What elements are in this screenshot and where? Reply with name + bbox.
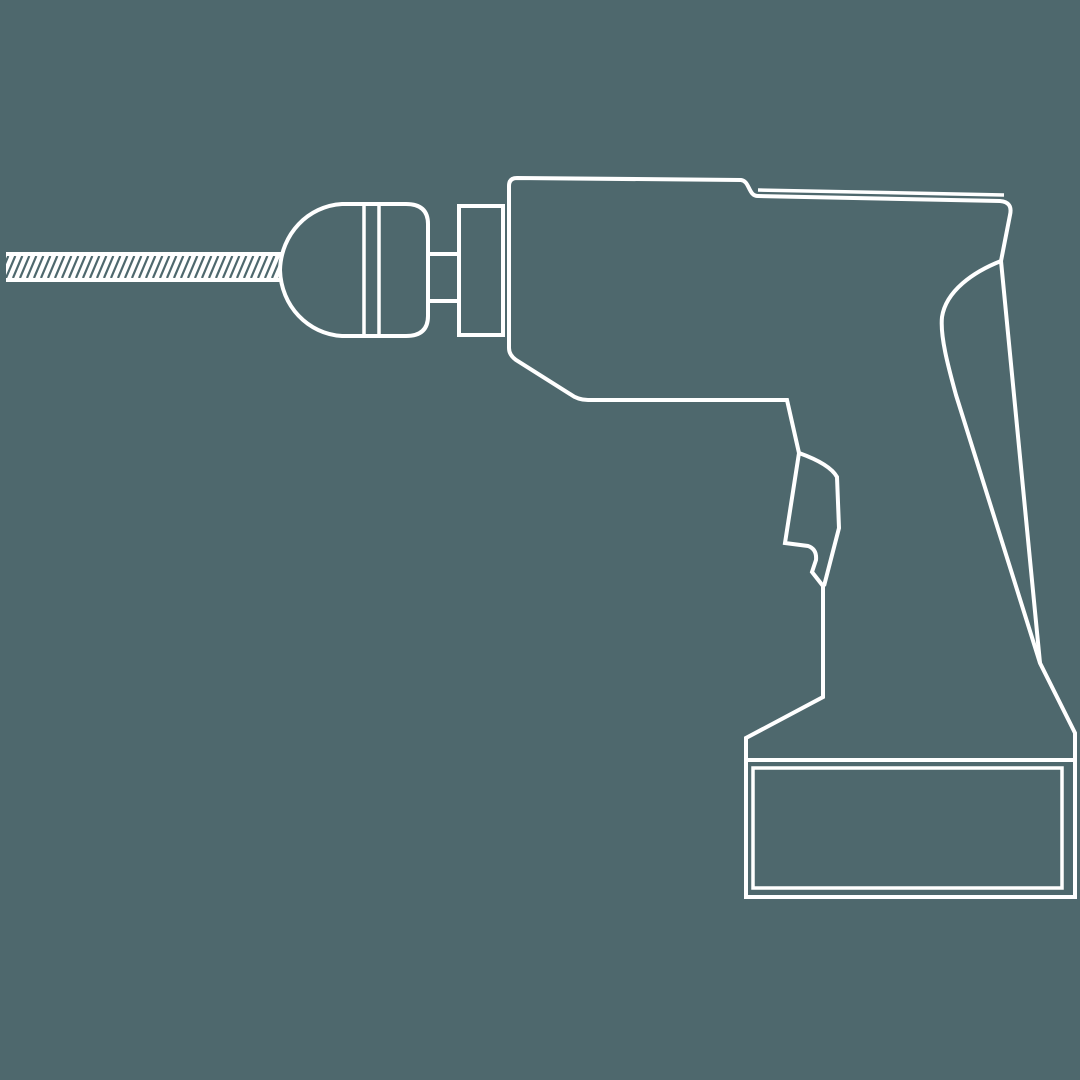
trigger — [798, 451, 842, 587]
drill-bit-hatch — [6, 256, 286, 278]
battery-pack — [744, 758, 1077, 899]
handle-back-line — [939, 259, 1042, 664]
battery-pack-inner — [751, 766, 1064, 890]
drill-bit — [6, 252, 286, 282]
chuck — [277, 202, 430, 338]
gear-housing — [457, 204, 505, 337]
body-seam-line — [757, 188, 1005, 197]
motor-body — [507, 175, 1077, 762]
